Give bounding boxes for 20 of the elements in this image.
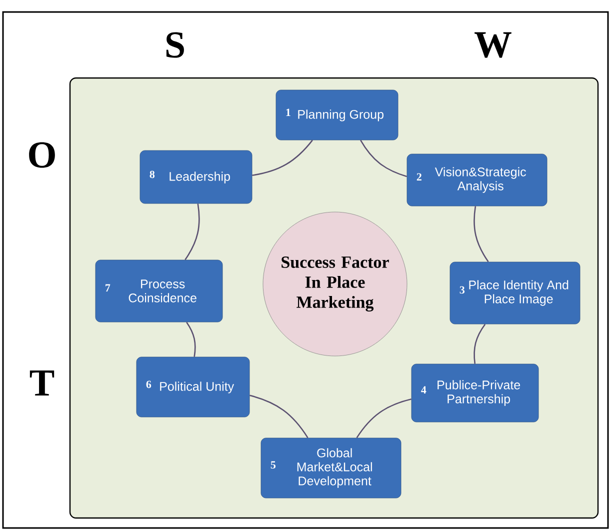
- factor-box: 6 Political Unity: [136, 356, 250, 418]
- factor-box: 4 Publice-Private Partnership: [411, 364, 539, 422]
- factor-box: 8 Leadership: [140, 150, 252, 204]
- ring-connector: [184, 204, 200, 260]
- ring-connector: [474, 206, 489, 262]
- ring-connector: [250, 394, 308, 438]
- swot-letter: S: [166, 32, 184, 58]
- factor-box: 5 Global Market&Local Development: [260, 438, 402, 498]
- swot-letter: T: [30, 370, 54, 396]
- swot-letter: O: [29, 142, 55, 168]
- factor-box: 2 Vision&Strategic Analysis: [406, 154, 548, 206]
- ring-connector: [356, 398, 412, 438]
- ring-connector: [360, 140, 407, 178]
- ring-connector: [252, 140, 313, 176]
- factor-box: 1 Planning Group: [276, 90, 398, 140]
- swot-letter: W: [474, 32, 512, 58]
- factor-box: 3 Place Identity And Place Image: [450, 262, 580, 324]
- ring-connector: [186, 322, 196, 357]
- ring-connector: [474, 324, 486, 364]
- factor-box: 7 Process Coinsidence: [95, 260, 223, 322]
